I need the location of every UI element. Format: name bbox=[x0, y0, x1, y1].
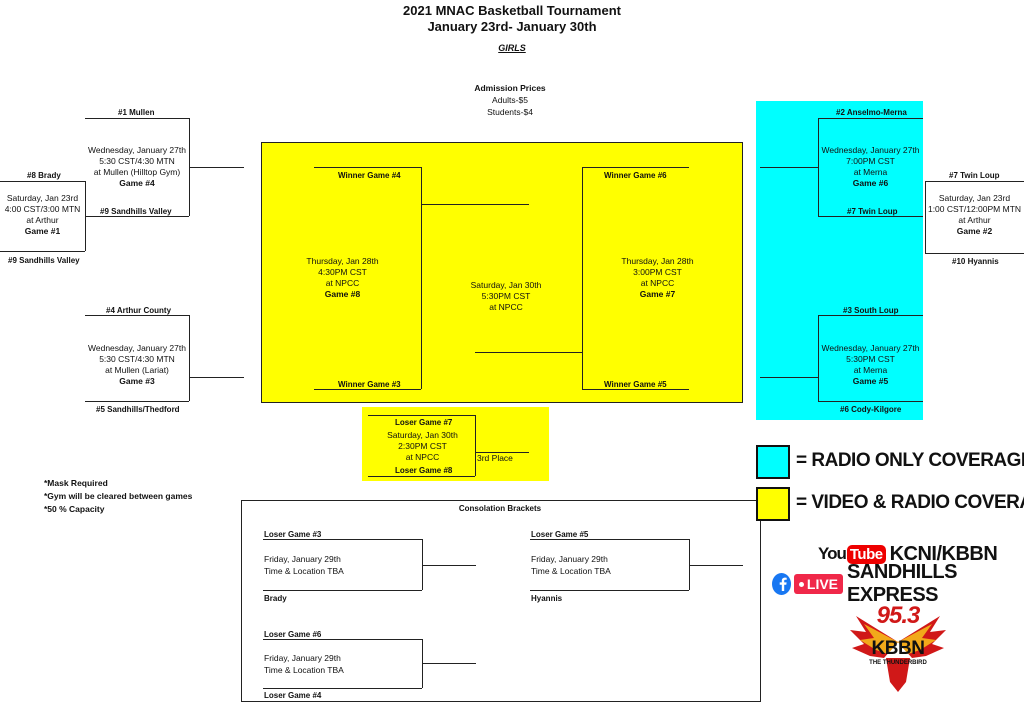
station-frequency: 95.3 bbox=[876, 602, 921, 629]
admission-adults: Adults-$5 bbox=[492, 95, 528, 105]
g2-bottom-team: #10 Hyannis bbox=[952, 257, 999, 266]
g5-info: Wednesday, January 27th 5:30PM CST at Me… bbox=[821, 343, 920, 386]
g6-bottom-team: #7 Twin Loup bbox=[847, 207, 898, 216]
g2-top-team: #7 Twin Loup bbox=[949, 171, 1000, 180]
cons-c-info: Friday, January 29th Time & Location TBA bbox=[264, 653, 344, 675]
g1-bottom-team: #9 Sandhills Valley bbox=[8, 256, 80, 265]
g8-bottom-team: Winner Game #3 bbox=[338, 380, 401, 389]
cons-b-top: Loser Game #5 bbox=[531, 530, 589, 539]
radio-coverage-region bbox=[756, 101, 923, 420]
cons-a-info: Friday, January 29th Time & Location TBA bbox=[264, 554, 344, 576]
tournament-dates: January 23rd- January 30th bbox=[427, 19, 597, 34]
live-dot-icon bbox=[798, 581, 804, 587]
g3-info: Wednesday, January 27th 5:30 CST/4:30 MT… bbox=[88, 343, 186, 386]
g6-top-team: #2 Anselmo-Merna bbox=[836, 108, 907, 117]
g6-info: Wednesday, January 27th 7:00PM CST at Me… bbox=[821, 145, 920, 188]
third-top-team: Loser Game #7 bbox=[395, 418, 453, 427]
notes-list: *Mask Required *Gym will be cleared betw… bbox=[44, 477, 192, 516]
final-info: Saturday, Jan 30th 5:30PM CST at NPCC bbox=[470, 280, 542, 312]
cons-a-bottom: Brady bbox=[264, 594, 287, 603]
g5-top-team: #3 South Loup bbox=[843, 306, 899, 315]
legend-video-label: = VIDEO & RADIO COVERAGE bbox=[796, 492, 1024, 513]
station-call-letters: KBBN bbox=[871, 638, 925, 659]
g7-bottom-team: Winner Game #5 bbox=[604, 380, 667, 389]
admission-prices: Admission Prices Adults-$5 Students-$4 bbox=[440, 82, 580, 118]
youtube-logo: You Tube bbox=[818, 544, 886, 564]
g3-top-team: #4 Arthur County bbox=[106, 306, 172, 315]
youtube-channel-name: KCNI/KBBN bbox=[889, 542, 998, 565]
thunderbird-wings-icon bbox=[850, 616, 946, 692]
g4-info: Wednesday, January 27th 5:30 CST/4:30 MT… bbox=[88, 145, 186, 188]
note-gym-cleared: *Gym will be cleared between games bbox=[44, 491, 193, 501]
note-mask: *Mask Required bbox=[44, 478, 108, 488]
page-title: 2021 MNAC Basketball Tournament bbox=[403, 3, 621, 18]
cons-c-top: Loser Game #6 bbox=[264, 630, 322, 639]
cons-b-info: Friday, January 29th Time & Location TBA bbox=[531, 554, 611, 576]
station-tagline: THE THUNDERBIRD bbox=[869, 660, 927, 666]
legend-radio-swatch bbox=[756, 445, 790, 479]
g4-top-team: #1 Mullen bbox=[118, 108, 155, 117]
cons-a-top: Loser Game #3 bbox=[264, 530, 322, 539]
g1-info: Saturday, Jan 23rd 4:00 CST/3:00 MTN at … bbox=[4, 193, 81, 236]
g3-bottom-team: #5 Sandhills/Thedford bbox=[96, 405, 180, 414]
youtube-channel: You Tube KCNI/KBBN bbox=[818, 542, 998, 566]
cons-b-bottom: Hyannis bbox=[531, 594, 563, 603]
third-info: Saturday, Jan 30th 2:30PM CST at NPCC bbox=[387, 430, 458, 462]
kbbn-thunderbird-logo: 95.3 KBBN THE THUNDERBIRD bbox=[848, 602, 948, 698]
admission-heading: Admission Prices bbox=[474, 83, 546, 93]
g8-info: Thursday, Jan 28th 4:30PM CST at NPCC Ga… bbox=[306, 256, 379, 299]
g8-top-team: Winner Game #4 bbox=[338, 171, 401, 180]
legend-video-swatch bbox=[756, 487, 790, 521]
g7-info: Thursday, Jan 28th 3:00PM CST at NPCC Ga… bbox=[621, 256, 694, 299]
note-capacity: *50 % Capacity bbox=[44, 504, 105, 514]
g2-info: Saturday, Jan 23rd 1:00 CST/12:00PM MTN … bbox=[927, 193, 1022, 236]
live-badge: LIVE bbox=[793, 574, 844, 594]
g4-bottom-team: #9 Sandhills Valley bbox=[100, 207, 172, 216]
g5-bottom-team: #6 Cody-Kilgore bbox=[840, 405, 902, 414]
video-coverage-region-third bbox=[362, 407, 549, 481]
admission-students: Students-$4 bbox=[487, 107, 533, 117]
facebook-live-channel: LIVE SANDHILLS EXPRESS bbox=[772, 561, 1024, 606]
facebook-channel-name: SANDHILLS EXPRESS bbox=[847, 561, 957, 606]
facebook-icon bbox=[772, 573, 791, 595]
third-place-label: 3rd Place bbox=[477, 453, 513, 463]
third-bottom-team: Loser Game #8 bbox=[395, 466, 453, 475]
g7-top-team: Winner Game #6 bbox=[604, 171, 667, 180]
g1-top-team: #8 Brady bbox=[27, 171, 61, 180]
cons-c-bottom: Loser Game #4 bbox=[264, 691, 322, 700]
consolation-heading: Consolation Brackets bbox=[458, 504, 542, 513]
division-label: GIRLS bbox=[498, 43, 526, 53]
legend-radio-label: = RADIO ONLY COVERAGE bbox=[796, 450, 1024, 471]
video-coverage-region bbox=[261, 142, 743, 403]
